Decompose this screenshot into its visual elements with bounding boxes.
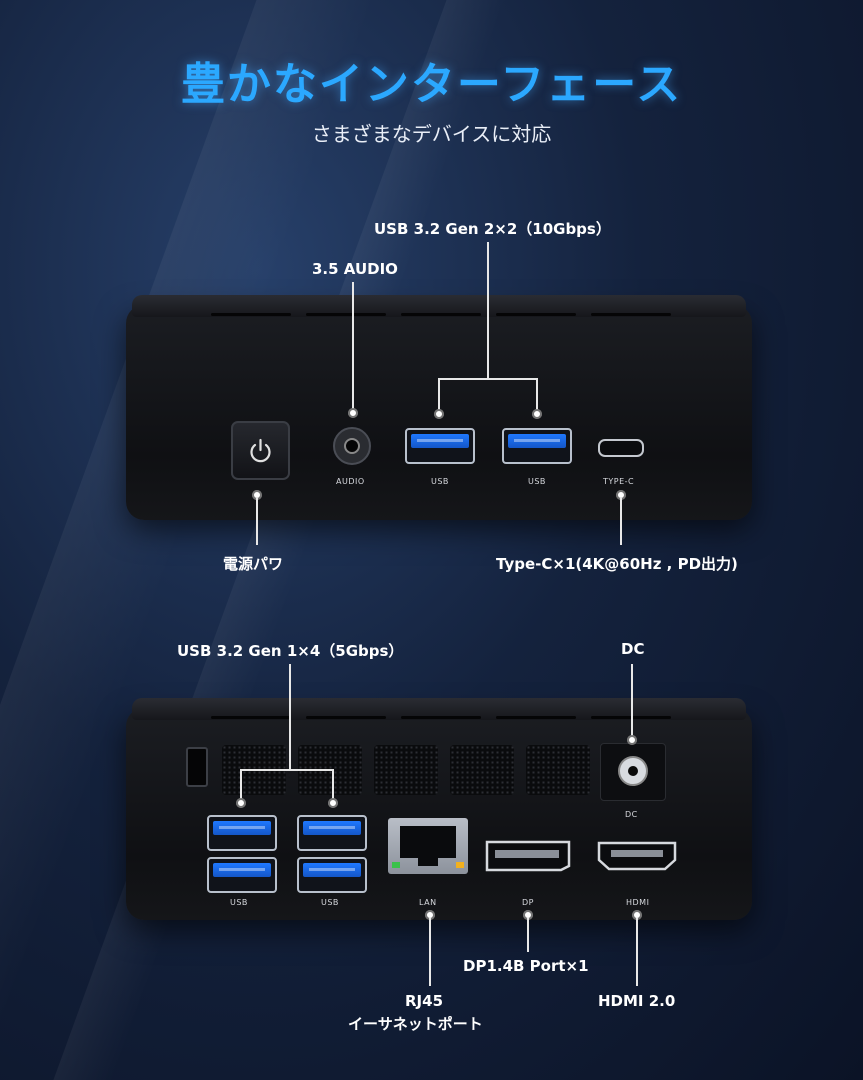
port-label-hdmi: HDMI (626, 898, 650, 907)
callout-dot (627, 735, 637, 745)
dc-jack-pin (628, 766, 638, 776)
callout-ethernet: イーサネットポート (348, 1015, 483, 1033)
typec-port[interactable] (598, 439, 644, 457)
lan-port-clip (418, 856, 438, 866)
page-title: 豊かなインターフェース (180, 59, 683, 110)
callout-dot (523, 910, 533, 920)
callout-dot (632, 910, 642, 920)
audio-jack[interactable] (333, 427, 371, 465)
callout-dot (252, 490, 262, 500)
vent-grille (374, 745, 438, 795)
port-label-usb-1: USB (431, 477, 449, 486)
callout-dot (532, 409, 542, 419)
leader-line (256, 497, 258, 545)
callout-dot (236, 798, 246, 808)
vent-slot (496, 716, 576, 719)
usb-port-front-2[interactable] (502, 428, 572, 464)
callout-typec: Type-C×1(4K@60Hz , PD出力) (496, 555, 738, 573)
lock-slot (186, 747, 208, 787)
vent-slot (211, 313, 291, 316)
audio-jack-hole (344, 438, 360, 454)
vent-slot (306, 313, 386, 316)
callout-dot (425, 910, 435, 920)
front-device (126, 295, 752, 520)
callout-dc: DC (621, 640, 645, 658)
callout-usb-gen1: USB 3.2 Gen 1×4（5Gbps） (177, 642, 404, 660)
leader-line (636, 918, 638, 986)
usb-port-back-3[interactable] (297, 815, 367, 851)
leader-line (527, 918, 529, 952)
leader-line (438, 378, 440, 414)
device-lid (132, 698, 746, 720)
port-label-lan: LAN (419, 898, 437, 907)
device-lid (132, 295, 746, 317)
leader-line (240, 769, 242, 799)
callout-usb-gen2: USB 3.2 Gen 2×2（10Gbps） (374, 220, 611, 238)
callout-hdmi: HDMI 2.0 (598, 992, 676, 1010)
callout-power: 電源パワ (223, 555, 284, 573)
callout-rj45: RJ45 (405, 992, 444, 1010)
port-label-dc: DC (625, 810, 638, 819)
lan-led-green (392, 862, 400, 868)
vent-slot (211, 716, 291, 719)
vent-slot (591, 313, 671, 316)
leader-line (429, 918, 431, 986)
port-label-usb-b: USB (321, 898, 339, 907)
usb-port-front-1[interactable] (405, 428, 475, 464)
page-subtitle: さまざまなデバイスに対応 (311, 122, 552, 146)
lan-port-opening (400, 826, 456, 858)
leader-line (631, 664, 633, 736)
leader-line (332, 769, 334, 799)
port-label-dp: DP (522, 898, 534, 907)
vent-slot (401, 313, 481, 316)
leader-line (438, 378, 538, 380)
callout-dot (348, 408, 358, 418)
power-button[interactable] (231, 421, 290, 480)
leader-line (240, 769, 334, 771)
vent-slot (401, 716, 481, 719)
leader-line (487, 242, 489, 378)
power-icon (250, 438, 271, 463)
usb-port-back-2[interactable] (207, 857, 277, 893)
callout-audio: 3.5 AUDIO (312, 260, 398, 278)
hdmi-port[interactable] (597, 840, 677, 872)
leader-line (352, 282, 354, 412)
usb-port-back-4[interactable] (297, 857, 367, 893)
port-label-usb-a: USB (230, 898, 248, 907)
port-label-audio: AUDIO (336, 477, 365, 486)
dc-panel (600, 743, 666, 801)
port-label-usb-2: USB (528, 477, 546, 486)
usb-port-back-1[interactable] (207, 815, 277, 851)
lan-port[interactable] (388, 818, 468, 874)
dc-jack[interactable] (618, 756, 648, 786)
leader-line (289, 664, 291, 770)
displayport-port[interactable] (485, 840, 571, 872)
leader-line (620, 497, 622, 545)
vent-slot (496, 313, 576, 316)
callout-dot (616, 490, 626, 500)
vent-grille (526, 745, 590, 795)
callout-dot (434, 409, 444, 419)
callout-dot (328, 798, 338, 808)
vent-slot (306, 716, 386, 719)
leader-line (536, 378, 538, 414)
port-label-typec: TYPE-C (603, 477, 635, 486)
vent-grille (450, 745, 514, 795)
callout-dp: DP1.4B Port×1 (463, 957, 589, 975)
lan-led-amber (456, 862, 464, 868)
